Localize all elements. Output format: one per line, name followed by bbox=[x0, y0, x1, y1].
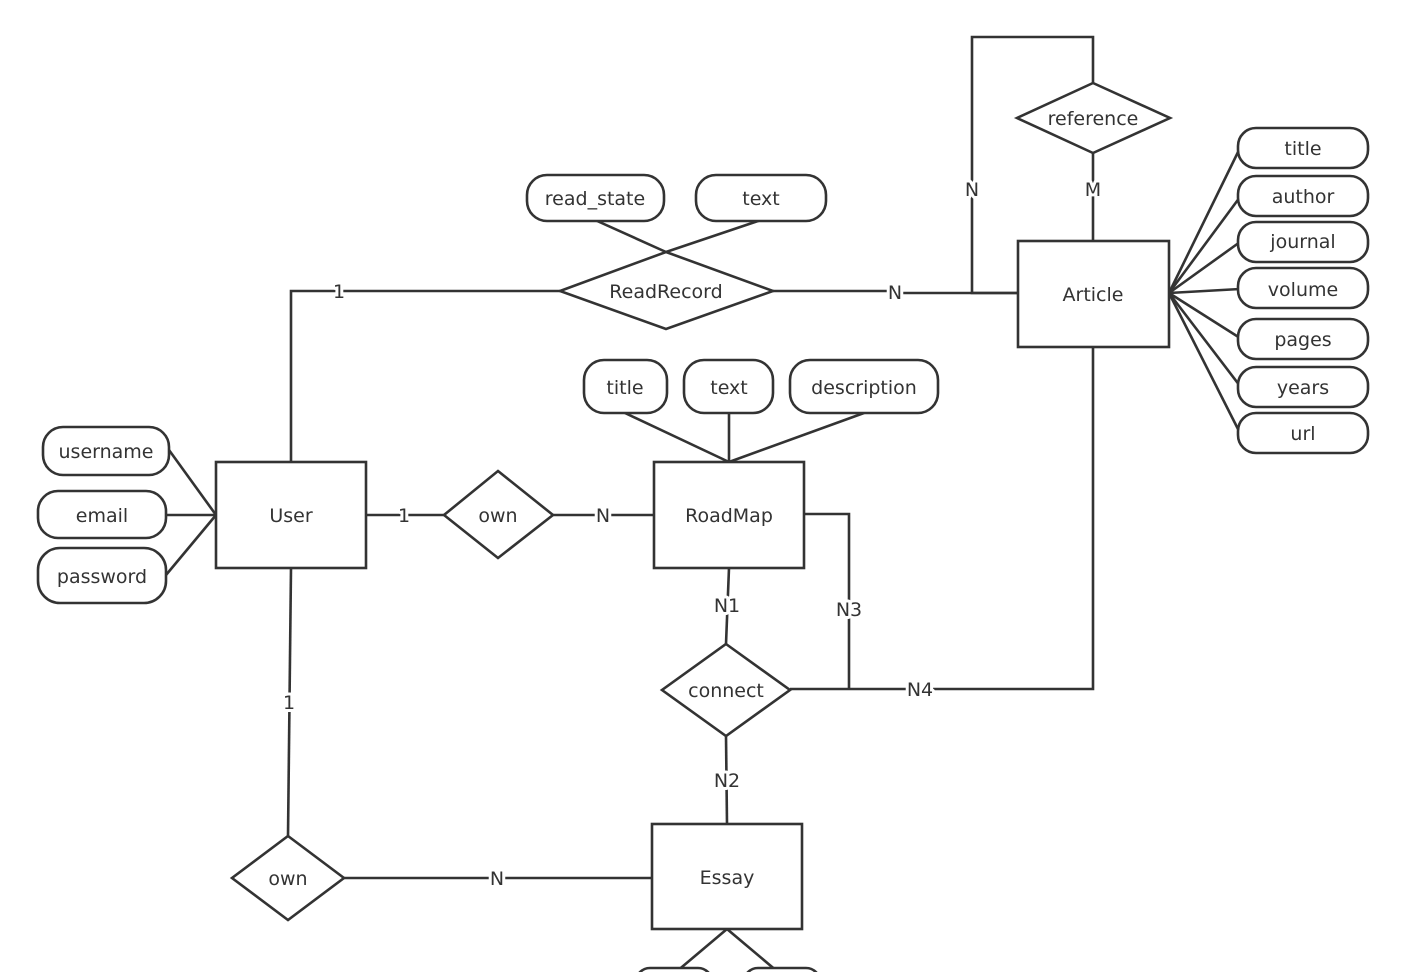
entity-user: User bbox=[214, 460, 368, 570]
edge-roadmap-title bbox=[624, 411, 730, 464]
cardinality-readrecord-article: N bbox=[888, 282, 902, 304]
cardinality-own-essay-essay: N bbox=[490, 868, 504, 890]
cardinality-roadmap-connect-side: N3 bbox=[836, 599, 862, 621]
cardinality-user-own-essay: 1 bbox=[283, 692, 295, 714]
attribute-article-years: years bbox=[1236, 365, 1370, 409]
relationship-own-roadmap-label: own bbox=[478, 505, 517, 527]
attribute-essay-partial-left bbox=[638, 966, 710, 972]
edge-connect-article bbox=[790, 347, 1095, 691]
edge-readrecord-article bbox=[773, 289, 1018, 295]
cardinality-user-own-roadmap: 1 bbox=[398, 505, 410, 527]
cardinalities: 1 N N M 1 N N1 N3 N4 N2 1 N bbox=[280, 176, 1104, 893]
attribute-read-state-label: read_state bbox=[545, 188, 645, 210]
entity-essay-label: Essay bbox=[700, 867, 755, 889]
attribute-article-title: title bbox=[1236, 126, 1370, 170]
attribute-essay-partial-right bbox=[746, 966, 818, 972]
attribute-password: password bbox=[36, 546, 168, 605]
relationship-readrecord-label: ReadRecord bbox=[609, 281, 722, 303]
attribute-readrecord-text-label: text bbox=[742, 188, 780, 210]
edge-roadmap-connect bbox=[724, 567, 731, 645]
relationship-readrecord: ReadRecord bbox=[556, 250, 777, 331]
entity-article-label: Article bbox=[1063, 284, 1124, 306]
attribute-article-journal-label: journal bbox=[1269, 231, 1335, 253]
relationship-reference-label: reference bbox=[1048, 108, 1139, 130]
entity-user-label: User bbox=[269, 505, 312, 527]
attribute-username-label: username bbox=[59, 441, 154, 463]
attribute-readrecord-text: text bbox=[694, 173, 828, 223]
attribute-username: username bbox=[41, 425, 171, 477]
edges-article-attributes bbox=[1167, 147, 1242, 434]
entity-roadmap: RoadMap bbox=[652, 460, 806, 570]
cardinality-reference-article-n: N bbox=[965, 179, 979, 201]
attribute-roadmap-text-label: text bbox=[710, 377, 748, 399]
edge-roadmap-connect-side bbox=[804, 512, 851, 689]
attribute-roadmap-description: description bbox=[788, 358, 940, 415]
attribute-email: email bbox=[36, 489, 168, 540]
edge-essay-attr-right bbox=[726, 928, 779, 972]
cardinality-user-readrecord: 1 bbox=[333, 281, 345, 303]
relationship-connect: connect bbox=[659, 642, 793, 738]
entity-essay: Essay bbox=[650, 822, 804, 931]
attribute-article-url: url bbox=[1236, 411, 1370, 455]
edge-roadmap-description bbox=[728, 411, 865, 464]
relationship-own-essay: own bbox=[229, 834, 347, 922]
edge-essay-attr-left bbox=[675, 928, 728, 972]
edge-readrecord-text bbox=[665, 218, 762, 254]
attribute-read-state: read_state bbox=[525, 173, 666, 223]
attribute-article-journal: journal bbox=[1236, 220, 1370, 264]
cardinality-roadmap-connect: N1 bbox=[714, 595, 740, 617]
cardinality-connect-article: N4 bbox=[907, 679, 933, 701]
cardinality-connect-essay: N2 bbox=[714, 770, 740, 792]
edges bbox=[165, 35, 1242, 972]
attribute-password-label: password bbox=[57, 566, 147, 588]
attribute-roadmap-description-label: description bbox=[811, 377, 917, 399]
attribute-article-title-label: title bbox=[1284, 138, 1321, 160]
attribute-article-years-label: years bbox=[1277, 377, 1329, 399]
attribute-article-volume: volume bbox=[1236, 266, 1370, 310]
entity-roadmap-label: RoadMap bbox=[685, 505, 773, 527]
attribute-roadmap-title: title bbox=[582, 358, 669, 415]
attribute-article-pages: pages bbox=[1236, 317, 1370, 361]
cardinality-own-roadmap-roadmap: N bbox=[596, 505, 610, 527]
edge-reference-loop-n bbox=[970, 35, 1095, 295]
edge-user-readrecord bbox=[289, 289, 560, 462]
relationship-own-essay-label: own bbox=[268, 868, 307, 890]
relationship-reference: reference bbox=[1013, 81, 1174, 155]
edge-readrecord-read-state bbox=[594, 218, 667, 254]
entity-article: Article bbox=[1016, 239, 1171, 349]
edge-user-password bbox=[165, 514, 217, 576]
relationship-own-roadmap: own bbox=[441, 469, 556, 560]
edge-connect-essay bbox=[724, 735, 729, 825]
edge-user-own-essay bbox=[286, 567, 293, 837]
attribute-article-author-label: author bbox=[1272, 186, 1335, 208]
cardinality-reference-article-m: M bbox=[1085, 179, 1101, 201]
attribute-article-url-label: url bbox=[1290, 423, 1315, 445]
attribute-article-pages-label: pages bbox=[1274, 329, 1331, 351]
relationship-connect-label: connect bbox=[688, 680, 764, 702]
edge-user-username bbox=[167, 449, 218, 516]
attribute-email-label: email bbox=[76, 505, 128, 527]
attribute-roadmap-text: text bbox=[682, 358, 775, 415]
attribute-article-author: author bbox=[1236, 174, 1370, 218]
attribute-roadmap-title-label: title bbox=[606, 377, 643, 399]
attribute-article-volume-label: volume bbox=[1268, 279, 1338, 301]
